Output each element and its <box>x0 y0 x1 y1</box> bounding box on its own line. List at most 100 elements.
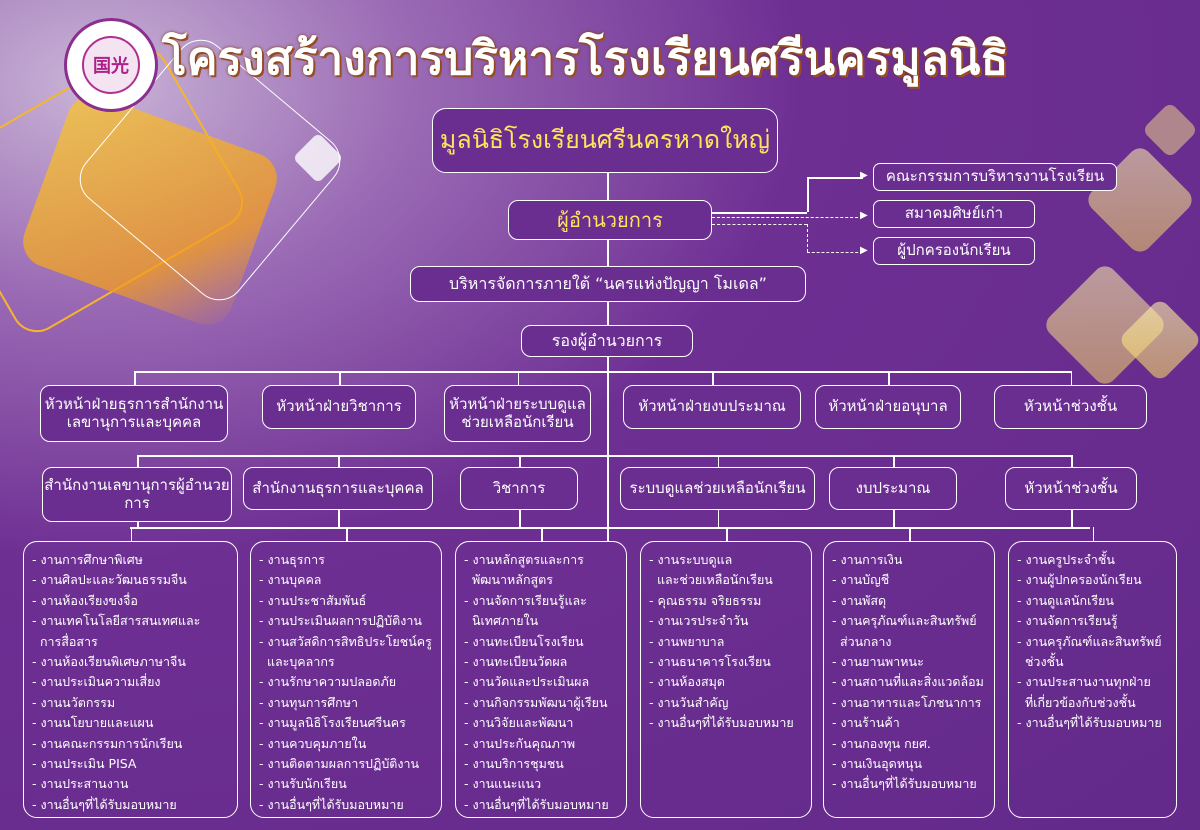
task-item: - งานอื่นๆที่ได้รับมอบหมาย <box>464 796 609 812</box>
task-item: - งานยานพาหนะ <box>832 654 924 670</box>
task-item: - งานนวัตกรรม <box>32 694 116 710</box>
task-item: - งานครูประจำชั้น <box>1017 552 1115 567</box>
task-item: - งานธนาคารโรงเรียน <box>649 654 771 670</box>
connector-line <box>807 177 809 212</box>
school-logo: 国光 <box>64 18 158 112</box>
deputy-box: รองผู้อำนวยการ <box>521 325 693 357</box>
task-item: พัฒนาหลักสูตร <box>464 572 553 588</box>
logo-emblem: 国光 <box>82 36 140 94</box>
task-item: - งานบุคคล <box>259 572 322 588</box>
connector-line <box>137 455 139 467</box>
task-item: - งานอื่นๆที่ได้รับมอบหมาย <box>32 796 177 812</box>
division-box: ระบบดูแลช่วยเหลือนักเรียน <box>620 467 815 510</box>
task-item: - งานแนะแนว <box>464 776 542 792</box>
task-item: - งานอื่นๆที่ได้รับมอบหมาย <box>832 776 977 792</box>
decor-shape <box>1141 101 1199 159</box>
task-item: - งานติดตามผลการปฏิบัติงาน <box>259 756 420 772</box>
connector-line <box>607 173 609 541</box>
division-box: วิชาการ <box>460 467 578 510</box>
task-item: - งานนโยบายและแผน <box>32 715 154 731</box>
task-item: - งานธุรการ <box>259 552 325 567</box>
task-item: - งานประเมินผลการปฏิบัติงาน <box>259 613 422 629</box>
task-item: นิเทศภายใน <box>464 613 539 629</box>
task-item: - งานจัดการเรียนรู้และ <box>464 592 587 608</box>
connector-line <box>1092 527 1094 541</box>
page-title: โครงสร้างการบริหารโรงเรียนศรีนครมูลนิธิ <box>162 31 1009 85</box>
connector-line <box>134 371 136 385</box>
connector-line <box>517 371 519 385</box>
connector-line <box>541 527 543 541</box>
side-board-parents: ผู้ปกครองนักเรียน <box>873 237 1035 265</box>
task-item: - งานอาหารและโภชนาการ <box>832 694 982 710</box>
connector-line <box>137 522 139 527</box>
arrow-icon: ▶ <box>860 245 868 256</box>
task-item: - งานเทคโนโลยีสารสนเทศและ <box>32 613 201 629</box>
task-item: - งานการศึกษาพิเศษ <box>32 552 143 567</box>
task-item: - งานห้องสมุด <box>649 674 725 690</box>
task-item: ที่เกี่ยวข้องกับช่วงชั้น <box>1017 694 1136 710</box>
connector-line <box>712 217 863 218</box>
task-item: - งานควบคุมภายใน <box>259 735 367 751</box>
task-item: การสื่อสาร <box>32 633 98 649</box>
side-board-alumni: สมาคมศิษย์เก่า <box>873 200 1035 228</box>
task-item: - งานร้านค้า <box>832 715 900 731</box>
task-item: - งานประเมินความเสี่ยง <box>32 674 161 690</box>
task-item: - งานครุภัณฑ์และสินทรัพย์ <box>1017 633 1162 649</box>
connector-line <box>1071 455 1073 467</box>
management-box: บริหารจัดการภายใต้ “นครแห่งปัญญา โมเดล” <box>410 266 806 302</box>
connector-line <box>807 252 863 253</box>
connector-line <box>712 212 807 214</box>
task-item: ช่วงชั้น <box>1017 654 1064 670</box>
division-box: สำนักงานธุรการและบุคคล <box>243 467 433 510</box>
connector-line <box>130 527 132 541</box>
task-item: - งานสวัสดิการสิทธิประโยชน์ครู <box>259 633 432 649</box>
connector-line <box>893 510 895 527</box>
task-list: - งานครูประจำชั้น - งานผู้ปกครองนักเรียน -… <box>1008 541 1177 818</box>
connector-line <box>1071 510 1073 527</box>
task-item: - งานห้องเรียนพิเศษภาษาจีน <box>32 654 186 670</box>
task-item: - งานประสานงาน <box>32 776 129 792</box>
task-item: - งานพัสดุ <box>832 592 887 608</box>
task-item: - งานกองทุน กยศ. <box>832 735 931 751</box>
task-item: - งานประกันคุณภาพ <box>464 735 576 751</box>
task-item: - งานศิลปะและวัฒนธรรมจีน <box>32 572 187 588</box>
connector-line <box>888 371 890 385</box>
task-item: - งานประชาสัมพันธ์ <box>259 592 367 608</box>
task-item: - งานรักษาความปลอดภัย <box>259 674 397 690</box>
connector-line <box>519 510 521 527</box>
task-item: - งานอื่นๆที่ได้รับมอบหมาย <box>1017 715 1162 731</box>
director-box: ผู้อำนวยการ <box>508 200 712 240</box>
decor-shape <box>1083 143 1197 257</box>
head-box: หัวหน้าฝ่ายวิชาการ <box>262 385 416 429</box>
task-item: และช่วยเหลือนักเรียน <box>649 572 773 588</box>
task-item: - งานบัญชี <box>832 572 890 588</box>
task-item: - งานดูแลนักเรียน <box>1017 592 1114 608</box>
task-item: - งานวันสำคัญ <box>649 694 729 710</box>
task-item: - งานสถานที่และสิ่งแวดล้อม <box>832 674 984 690</box>
task-item: - งานผู้ปกครองนักเรียน <box>1017 572 1142 588</box>
task-item: - งานวิจัยและพัฒนา <box>464 715 574 731</box>
task-item: - งานพยาบาล <box>649 633 725 649</box>
connector-line <box>717 510 719 527</box>
task-item: - งานอื่นๆที่ได้รับมอบหมาย <box>649 715 794 731</box>
connector-line <box>893 455 895 467</box>
task-item: - งานเวรประจำวัน <box>649 613 749 629</box>
task-item: - งานมูลนิธิโรงเรียนศรีนคร <box>259 715 406 731</box>
task-item: - งานประเมิน PISA <box>32 756 137 772</box>
task-item: - งานหลักสูตรและการ <box>464 552 584 567</box>
division-box: สำนักงานเลขานุการผู้อำนวยการ <box>42 467 232 522</box>
task-item: - งานการเงิน <box>832 552 903 567</box>
task-item: - งานวัดและประเมินผล <box>464 674 590 690</box>
task-item: - งานประสานงานทุกฝ่าย <box>1017 674 1151 690</box>
foundation-box: มูลนิธิโรงเรียนศรีนครหาดใหญ่ <box>432 108 778 173</box>
task-list: - งานการศึกษาพิเศษ - งานศิลปะและวัฒนธรรมจ… <box>23 541 238 818</box>
connector-line <box>137 455 1071 457</box>
task-item: - งานทะเบียนวัดผล <box>464 654 568 670</box>
task-item: - งานเงินอุดหนุน <box>832 756 923 772</box>
task-item: - งานกิจกรรมพัฒนาผู้เรียน <box>464 694 608 710</box>
division-box: หัวหน้าช่วงชั้น <box>1005 467 1137 510</box>
head-box: หัวหน้าช่วงชั้น <box>994 385 1147 429</box>
division-box: งบประมาณ <box>829 467 957 510</box>
task-item: - งานระบบดูแล <box>649 552 733 567</box>
